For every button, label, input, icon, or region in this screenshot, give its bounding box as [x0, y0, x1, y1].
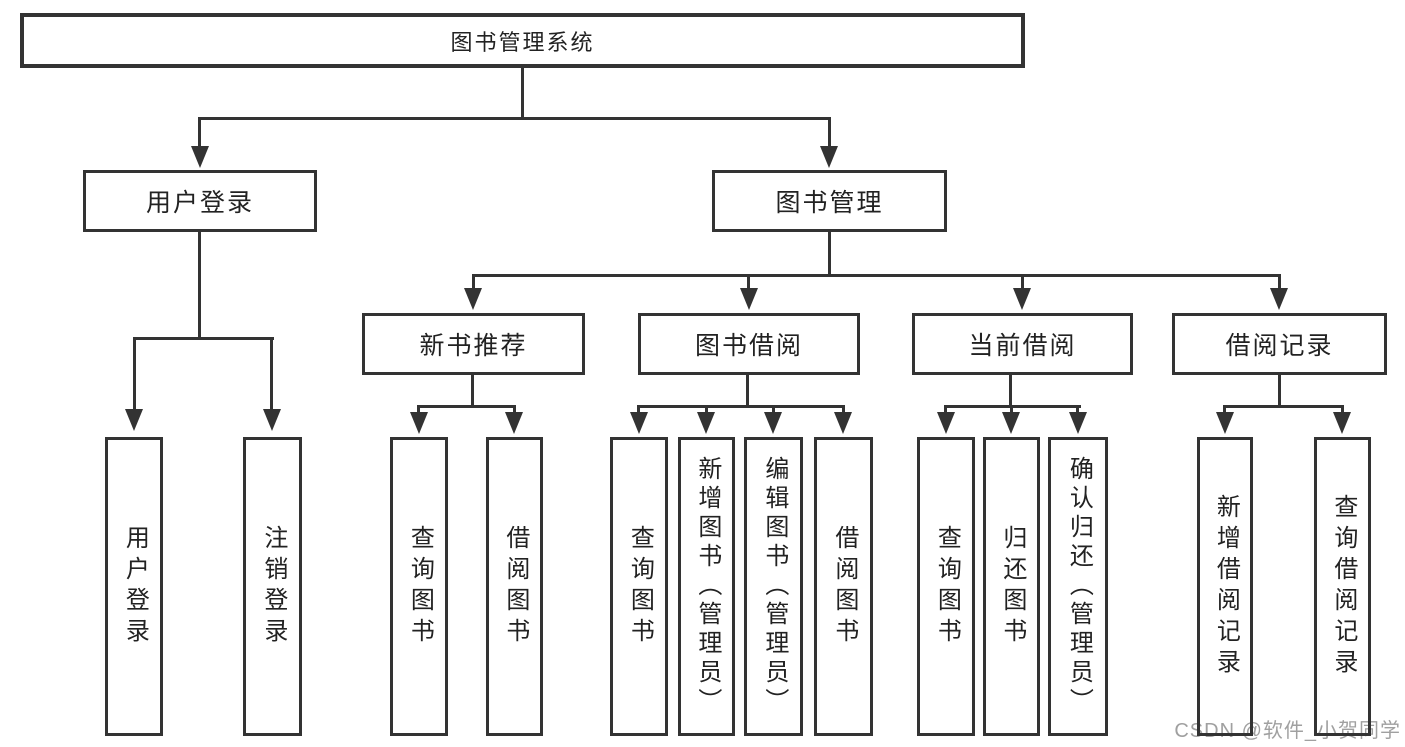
arrow-down-icon [697, 412, 715, 434]
arrow-down-icon [740, 288, 758, 310]
connector-drop [747, 277, 750, 290]
arrow-down-icon [125, 409, 143, 431]
connector-rail-level2 [198, 117, 831, 120]
connector-rail-new-book-leaves [417, 405, 516, 408]
node-label: 用户登录 [145, 189, 254, 217]
leaf-add-books-admin: 新增图书（管理员） [678, 437, 735, 736]
arrow-down-icon [1216, 412, 1234, 434]
connector-drop [270, 340, 273, 410]
connector-rail-current-borrow-leaves [944, 405, 1081, 408]
node-book-borrowing: 图书借阅 [638, 313, 860, 375]
connector-drop [198, 120, 201, 148]
connector-rail-borrow-records-leaves [1223, 405, 1344, 408]
node-label: 当前借阅 [968, 332, 1077, 360]
connector-stem-book-management [828, 232, 831, 277]
leaf-borrow-books: 借阅图书 [814, 437, 873, 736]
connector-drop [1341, 408, 1344, 414]
node-label: 查询图书 [626, 524, 654, 649]
connector-drop [1021, 277, 1024, 290]
connector-drop [944, 408, 947, 414]
connector-drop [772, 408, 775, 414]
connector-stem-user-login [198, 232, 201, 340]
arrow-down-icon [1270, 288, 1288, 310]
arrow-down-icon [1069, 412, 1087, 434]
node-book-management: 图书管理 [712, 170, 947, 232]
connector-drop [1010, 408, 1013, 414]
node-current-borrowing: 当前借阅 [912, 313, 1133, 375]
connector-drop [842, 408, 845, 414]
leaf-borrow-books-recommend: 借阅图书 [486, 437, 543, 736]
connector-drop [1223, 408, 1226, 414]
connector-drop [1278, 277, 1281, 290]
node-label: 借阅记录 [1225, 332, 1334, 360]
leaf-confirm-return-admin: 确认归还（管理员） [1048, 437, 1108, 736]
arrow-down-icon [1002, 412, 1020, 434]
leaf-return-books: 归还图书 [983, 437, 1040, 736]
watermark: CSDN @软件_小贺同学 [1174, 720, 1401, 742]
node-new-book-recommend: 新书推荐 [362, 313, 585, 375]
leaf-query-books-current: 查询图书 [917, 437, 975, 736]
arrow-down-icon [937, 412, 955, 434]
arrow-down-icon [263, 409, 281, 431]
arrow-down-icon [410, 412, 428, 434]
node-borrowing-records: 借阅记录 [1172, 313, 1387, 375]
arrow-down-icon [464, 288, 482, 310]
arrow-down-icon [764, 412, 782, 434]
node-label: 借阅图书 [830, 524, 858, 649]
connector-drop [133, 340, 136, 410]
connector-drop [637, 408, 640, 414]
arrow-down-icon [1013, 288, 1031, 310]
leaf-edit-books-admin: 编辑图书（管理员） [744, 437, 803, 736]
node-label: 查询图书 [406, 524, 434, 649]
leaf-query-books-borrowing: 查询图书 [610, 437, 668, 736]
connector-rail-book-borrow-leaves [637, 405, 845, 408]
node-label: 图书管理 [775, 189, 884, 217]
connector-drop [472, 277, 475, 290]
connector-stem-borrow-records [1278, 375, 1281, 408]
node-label: 图书借阅 [694, 332, 803, 360]
arrow-down-icon [820, 146, 838, 168]
leaf-user-login: 用户登录 [105, 437, 163, 736]
node-label: 归还图书 [998, 524, 1026, 649]
leaf-logout: 注销登录 [243, 437, 302, 736]
connector-rail-level3 [472, 274, 1281, 277]
node-label: 借阅图书 [501, 524, 529, 649]
node-label: 新增图书（管理员） [693, 456, 721, 717]
connector-drop [828, 120, 831, 148]
arrow-down-icon [191, 146, 209, 168]
arrow-down-icon [834, 412, 852, 434]
node-label: 新增借阅记录 [1212, 493, 1240, 680]
connector-stem-book-borrow [746, 375, 749, 408]
connector-drop [705, 408, 708, 414]
leaf-query-books-recommend: 查询图书 [390, 437, 448, 736]
node-label: 图书管理系统 [450, 29, 595, 55]
arrow-down-icon [1333, 412, 1351, 434]
connector-drop [513, 408, 516, 414]
node-label: 用户登录 [121, 524, 149, 649]
leaf-add-borrow-record: 新增借阅记录 [1197, 437, 1253, 736]
connector-drop [1076, 408, 1079, 414]
connector-drop [417, 408, 420, 414]
connector-stem-new-book [471, 375, 474, 408]
node-label: 注销登录 [259, 524, 287, 649]
arrow-down-icon [505, 412, 523, 434]
connector-rail-login-leaves [133, 337, 274, 340]
node-label: 新书推荐 [419, 332, 528, 360]
node-label: 查询图书 [933, 524, 961, 649]
node-user-login: 用户登录 [83, 170, 317, 232]
connector-stem-current-borrow [1009, 375, 1012, 408]
node-label: 查询借阅记录 [1329, 493, 1357, 680]
node-library-system: 图书管理系统 [20, 13, 1025, 68]
arrow-down-icon [630, 412, 648, 434]
leaf-query-borrow-record: 查询借阅记录 [1314, 437, 1371, 736]
node-label: 确认归还（管理员） [1065, 456, 1093, 717]
connector-stem-root [521, 68, 524, 120]
node-label: 编辑图书（管理员） [760, 456, 788, 717]
